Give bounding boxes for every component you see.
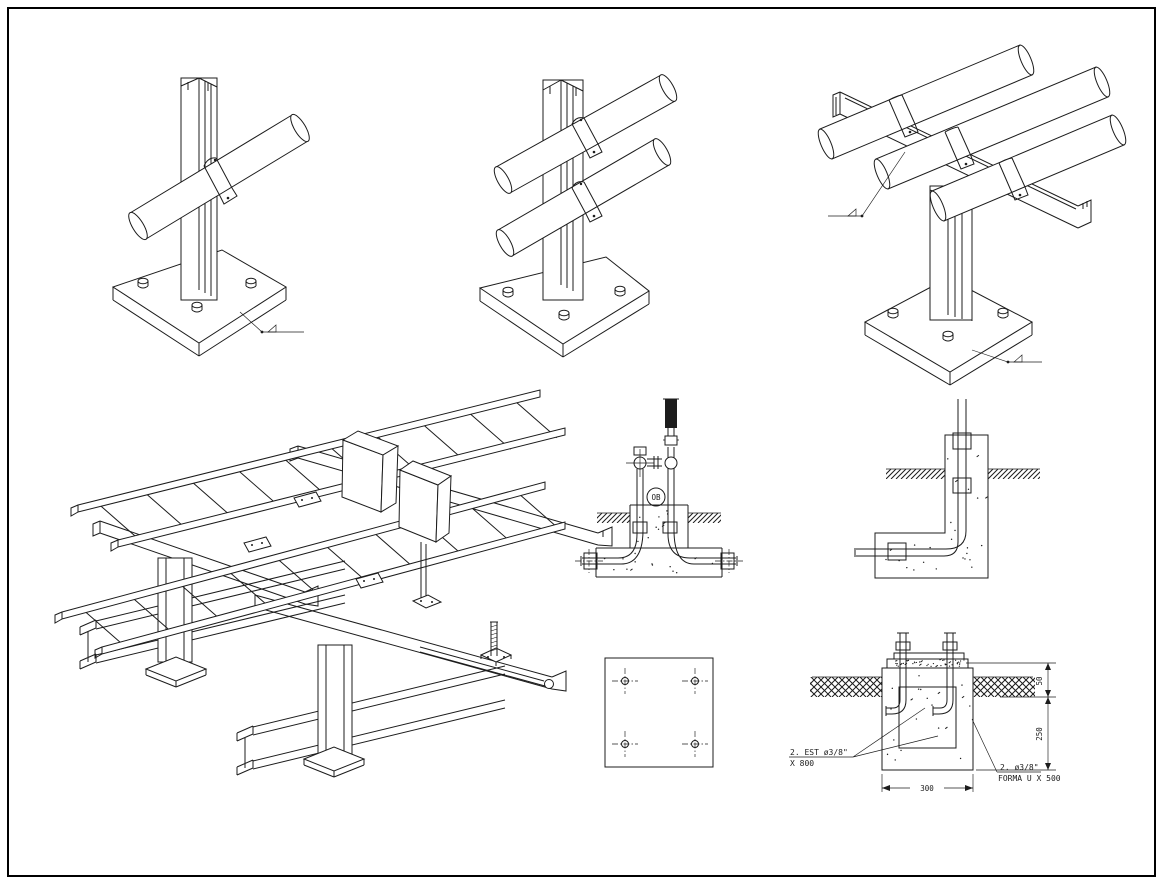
- support-channel-lower: [254, 594, 567, 692]
- dimension-vertical: 50 250: [966, 662, 1056, 771]
- junction-box-2: [398, 460, 453, 609]
- pipe-clamp-2: [944, 126, 975, 170]
- dim-50-label: 50: [1035, 676, 1044, 686]
- weld-leader-bottom: [971, 349, 1042, 364]
- dim-250-label: 250: [1035, 727, 1044, 741]
- conduit-elbow: [854, 399, 972, 561]
- pipe-clamp-upper: [571, 117, 603, 159]
- bolt-hole: [612, 668, 708, 757]
- valve-fittings: [626, 398, 679, 477]
- note-ubars-line1: 2. ø3/8": [1000, 763, 1039, 772]
- note-anchors: 2. EST ø3/8" X 800: [789, 707, 939, 768]
- ladder-tray-upper: [70, 389, 566, 552]
- dim-300-label: 300: [920, 784, 934, 793]
- pipe-support-triple-drawing: [817, 44, 1127, 386]
- note-anchors-line1: 2. EST ø3/8": [790, 748, 848, 757]
- pipe-clamp-1: [888, 94, 919, 138]
- pipe-clamp: [203, 157, 238, 205]
- pipe-clamp-3: [998, 157, 1029, 201]
- base-plate-bolts: [887, 307, 1009, 342]
- note-anchors-line2: X 800: [790, 759, 814, 768]
- note-ubars: 2. ø3/8" FORMA U X 500: [971, 718, 1061, 783]
- support-post-2: [302, 644, 366, 778]
- base-plate-bolts: [502, 285, 626, 321]
- sheet-border: [7, 7, 1156, 877]
- hold-down-clamps: [243, 491, 384, 589]
- threaded-rod-stub: [479, 621, 513, 666]
- ob-callout: OB: [646, 487, 666, 507]
- conduit-stubup-detail-drawing: OB: [575, 398, 743, 578]
- conduit-elbow-foundation-drawing: [854, 399, 1040, 579]
- support-channel-left: [92, 520, 319, 607]
- ladder-tray-lower: [54, 481, 566, 659]
- weld-leader-left: [828, 151, 906, 218]
- i-beam-2: [236, 665, 506, 776]
- pipe-support-single-drawing: [111, 77, 310, 357]
- dimension-width: 300: [881, 774, 974, 793]
- base-plate-bolts: [137, 277, 257, 313]
- anchor-bolt-foundation-drawing: 50 250 300 2. EST ø3/8" X 800 2. ø3/8" F…: [789, 632, 1061, 793]
- base-plate-plan-drawing: [604, 657, 714, 768]
- pipe-support-double-drawing: [478, 74, 678, 358]
- ob-callout-label: OB: [651, 493, 661, 502]
- cable-tray-assembly-drawing: [54, 389, 613, 778]
- weld-leader: [239, 311, 304, 334]
- note-ubars-line2: FORMA U X 500: [998, 774, 1061, 783]
- pipe-clamp-lower: [571, 181, 603, 223]
- anchor-bolts: [885, 632, 958, 716]
- junction-box-1: [341, 430, 400, 513]
